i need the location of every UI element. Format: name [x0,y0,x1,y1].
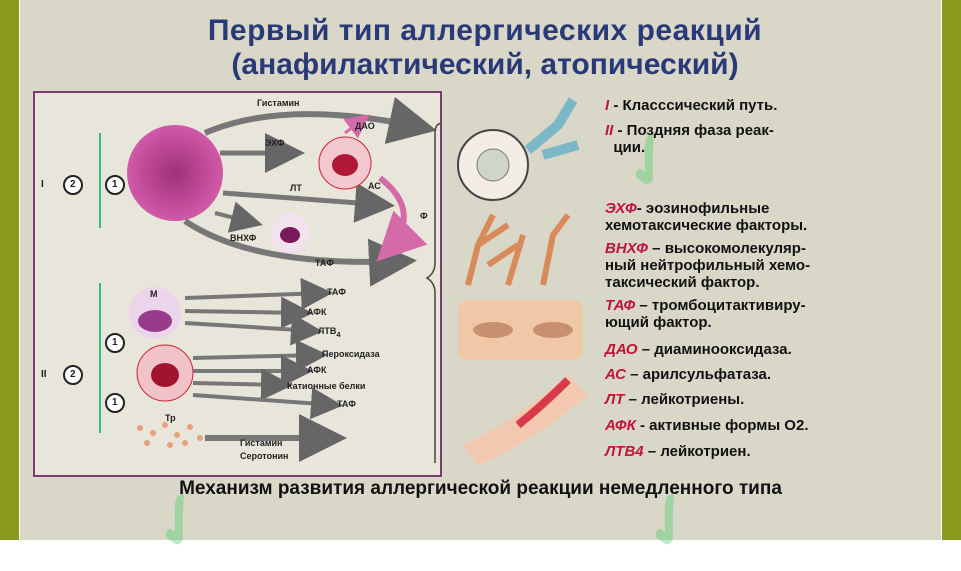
eosinophil-lower-nucleus [151,363,179,387]
macrophage-nucleus [138,310,172,332]
legend-item-vnhf: ВНХФ – высокомолекуляр- ный нейтрофильны… [605,240,811,291]
dao-arrow [343,114,370,139]
neutrophil-nucleus [280,227,300,243]
rash-patch [515,377,571,429]
legend-item-dao: ДАО – диаминооксидаза. [605,341,792,358]
diagram-caption: Механизм развития аллергической реакции … [179,478,782,499]
left-border [0,0,19,540]
lt-arrow [222,182,395,223]
taf2-arrow [184,277,333,310]
legend-item-2: II - Поздняя фаза реак- ции. [605,122,774,156]
taf3-arrow [192,387,343,420]
eye-right [533,322,573,338]
bronchi-tree [524,97,580,160]
label-roman-1: I [41,179,44,190]
label-f: Ф [420,211,428,221]
step-1-top: 1 [112,179,118,190]
label-cationic-proteins: Катионные белки [287,381,366,391]
label-histamine-lower: Гистамин [240,438,283,448]
label-afk-2: АФК [307,365,327,375]
label-lt: ЛТ [290,183,302,193]
label-vnhf: ВНХФ [230,233,257,243]
diagram-panel: Гистамин ЭХФ ДАО ЛТ АС ВНХФ Ф ТАФ ТАФ АФ… [33,91,444,477]
label-taf-2: ТАФ [327,287,346,297]
label-histamine: Гистамин [257,98,300,108]
legend-item-afk: АФК - активные формы О2. [605,417,809,434]
result-bracket [425,122,444,463]
ltv4-arrow [184,313,323,346]
slide-title: Первый тип аллергических реакций [207,14,763,47]
label-ehf: ЭХФ [265,138,285,148]
eye-left [473,322,513,338]
label-ltv4: ЛТВ4 [318,326,341,339]
vnhf-arrow [214,201,263,233]
allergy-mechanism-diagram [63,96,444,463]
legend-item-1: I - Класссический путь. [605,97,778,114]
legend-item-as: АС – арилсульфатаза. [605,366,771,383]
step-2-lower: 2 [70,369,76,380]
label-m: М [150,289,158,299]
slide-subtitle: (анафилактический, атопический) [231,48,739,81]
step-2-top: 2 [70,179,76,190]
step-1-lower-a: 1 [112,337,118,348]
legend-item-ltv4: ЛТВ4 – лейкотриен. [605,443,751,460]
label-roman-2: II [41,369,47,380]
label-taf-3: ТАФ [337,399,356,409]
clinical-illustrations [457,97,588,465]
label-afk-1: АФК [307,307,327,317]
label-as: АС [368,181,381,191]
blood-vessels [465,213,526,286]
legend-item-taf: ТАФ – тромбоцитактивиру- ющий фактор. [605,297,806,331]
label-serotonin: Серотонин [240,451,289,461]
label-peroxidase: Пероксидаза [322,349,380,359]
step-marker [63,175,125,413]
label-taf-1: ТАФ [315,258,334,268]
cationic-arrow [192,368,293,401]
label-dao: ДАО [355,121,375,131]
step-1-lower-b: 1 [112,397,118,408]
peroxidase-arrow [192,339,328,372]
legend-item-lt: ЛТ – лейкотриены. [605,391,745,408]
blood-vessel [540,213,571,286]
taf-arrow [183,218,417,287]
f-arrow [376,175,428,262]
afk1-arrow [184,296,313,329]
face-swelling [458,300,583,360]
right-border [942,0,961,540]
bronchus-lumen [476,148,510,182]
legend-item-ehf: ЭХФ- эозинофильные хемотаксические факто… [605,200,808,234]
platelets [137,422,203,448]
label-tr: Тр [165,413,176,423]
mast-cell [127,125,223,221]
histamine-arrow [203,96,437,144]
eosinophil-nucleus [332,154,358,176]
